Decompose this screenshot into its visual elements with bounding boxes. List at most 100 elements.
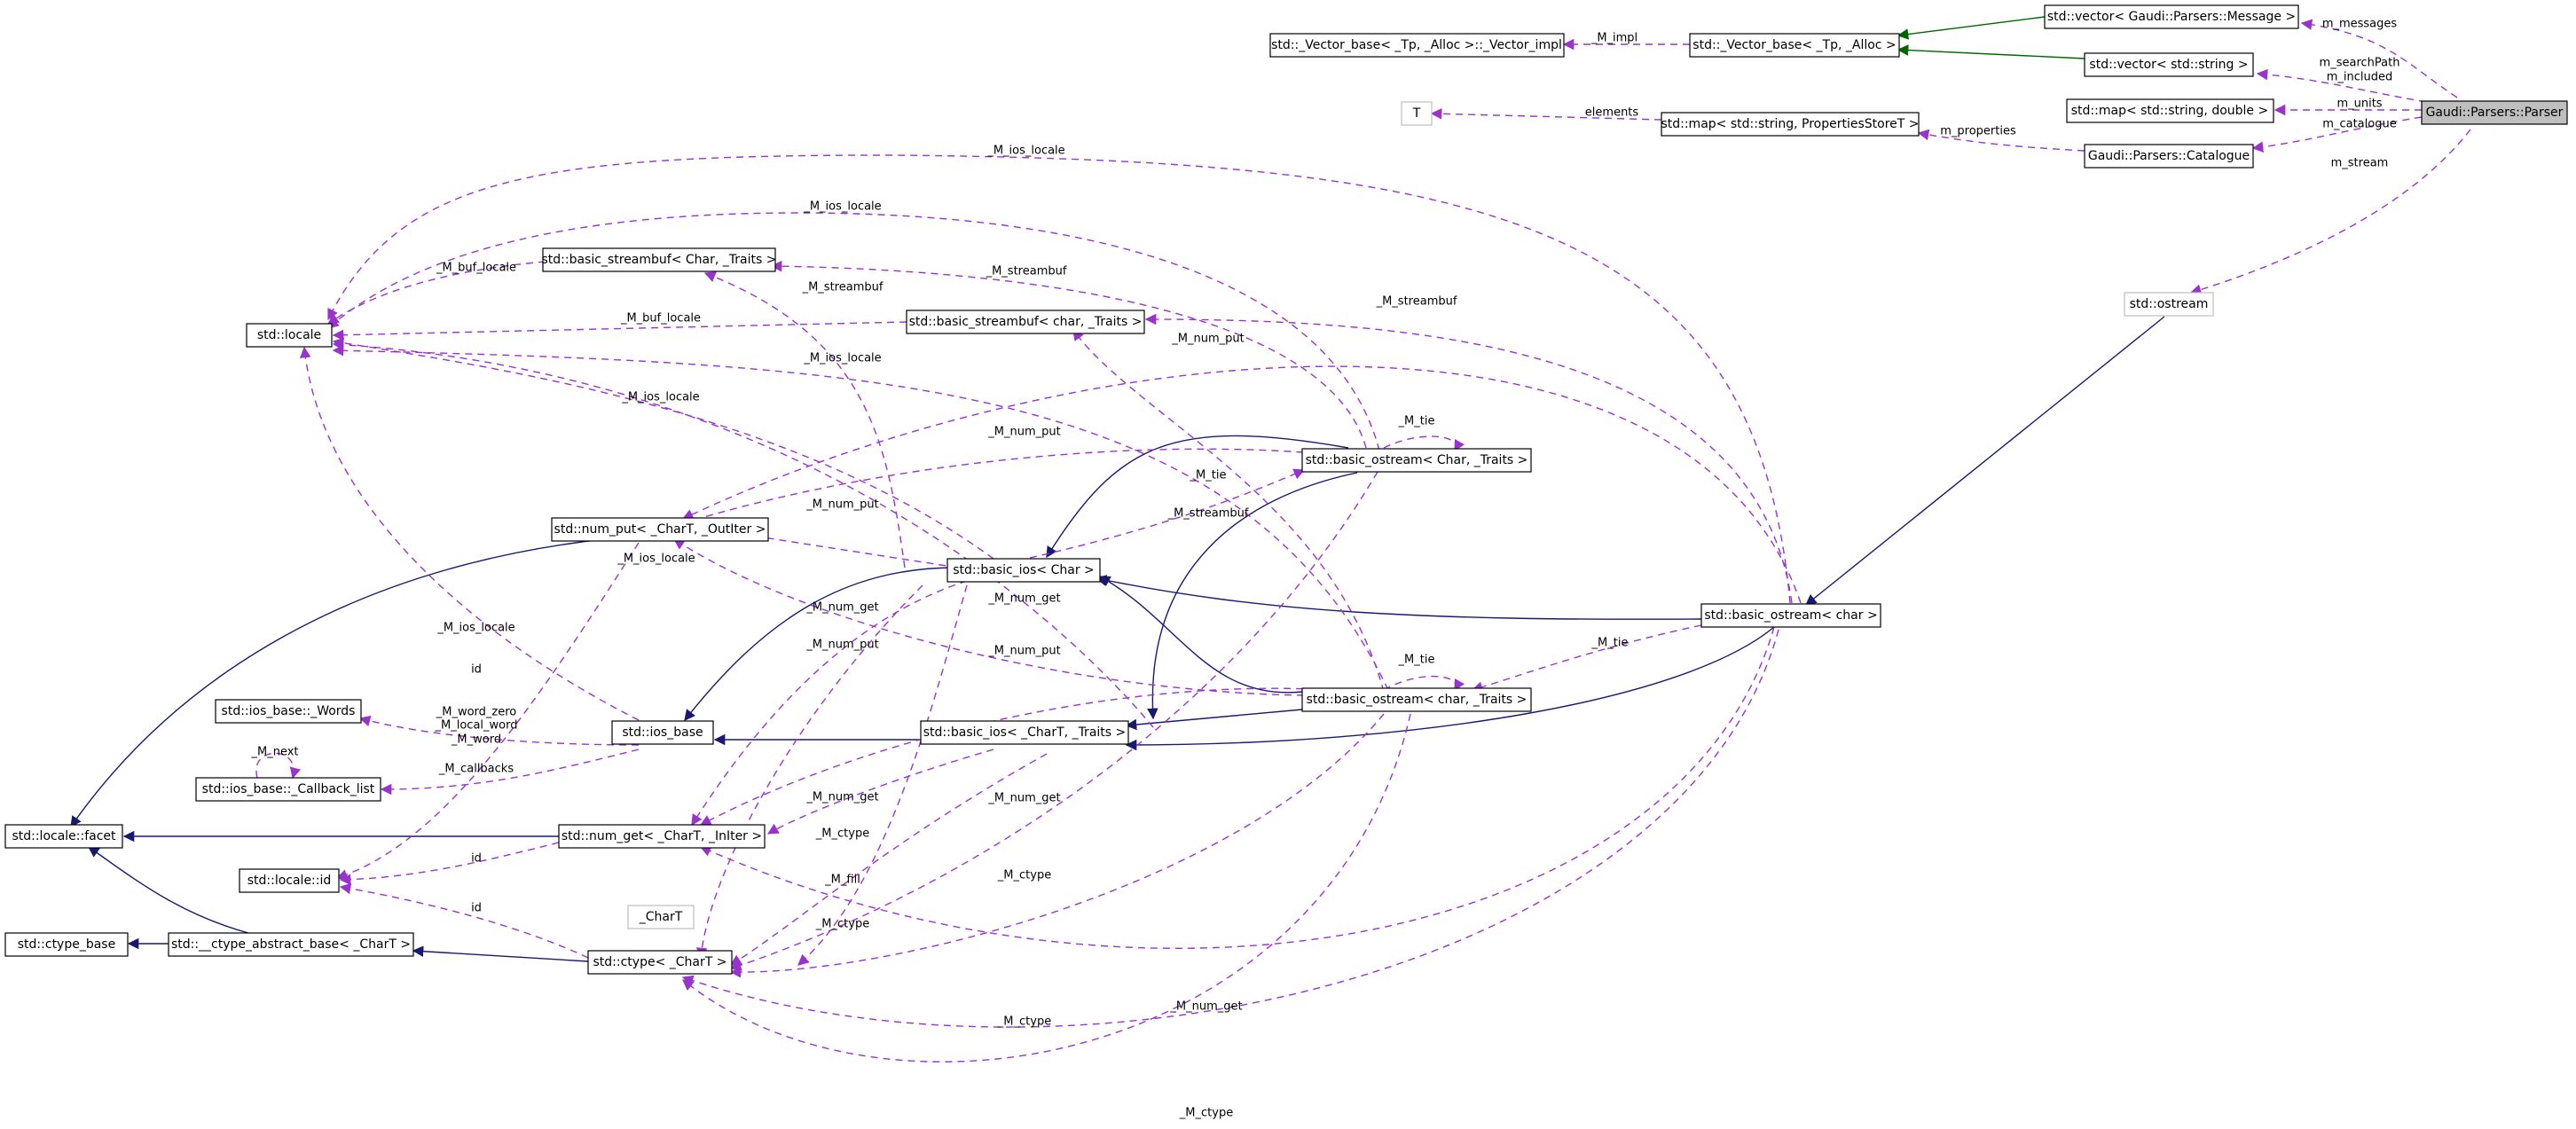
node-map-props[interactable]: std::map< std::string, PropertiesStoreT …: [1661, 112, 1920, 137]
edge-parser-searchpath: [2256, 68, 2427, 103]
label-streambuf-1: _M_streambuf: [986, 265, 1067, 278]
node-num-put[interactable]: std::num_put< _CharT, _OutIter >: [551, 517, 769, 542]
edge-ctype-abstract-to-facet: [87, 846, 249, 934]
node-basic-ostream-Char-Traits[interactable]: std::basic_ostream< Char, _Traits >: [1301, 448, 1532, 473]
node-map-double[interactable]: std::map< std::string, double >: [2066, 98, 2274, 123]
edge-basic-ostream-char-Traits-to-basic-ios-Char: [1098, 576, 1303, 694]
label-streambuf-2: _M_streambuf: [802, 281, 884, 294]
svg-text:std::basic_streambuf< Char, _T: std::basic_streambuf< Char, _Traits >: [542, 253, 777, 267]
node-basic-ios-CharT[interactable]: std::basic_ios< _CharT, _Traits >: [920, 720, 1129, 745]
node-vector-impl[interactable]: std::_Vector_base< _Tp, _Alloc >::_Vecto…: [1269, 33, 1565, 58]
label-ctype-2: _M_ctype: [997, 869, 1051, 882]
edge-streambuf-Char-buf-locale: [326, 261, 546, 325]
edge-num-get-4: [699, 626, 1775, 949]
svg-text:std::vector< Gaudi::Parsers::M: std::vector< Gaudi::Parsers::Message >: [2047, 10, 2296, 24]
node-CharT[interactable]: _CharT: [627, 905, 695, 929]
node-parser[interactable]: Gaudi::Parsers::Parser: [2421, 100, 2568, 125]
label-ctype-5: _M_ctype: [1179, 1107, 1233, 1120]
svg-text:std::ostream: std::ostream: [2130, 297, 2209, 311]
label-ios-locale-1: _M_ios_locale: [986, 145, 1064, 158]
svg-text:Gaudi::Parsers::Parser: Gaudi::Parsers::Parser: [2426, 106, 2564, 120]
edge-labels: m_messages m_searchPath m_included m_uni…: [250, 18, 2399, 1120]
edges: [70, 16, 2471, 1062]
edge-streambuf-Char-streambuf-2: [703, 271, 906, 568]
edge-num-get-2: [699, 687, 1354, 826]
node-streambuf-Char[interactable]: std::basic_streambuf< Char, _Traits >: [542, 247, 777, 272]
edge-vector-string-to-vector-base: [1897, 44, 2085, 59]
node-locale[interactable]: std::locale: [246, 323, 333, 348]
node-ctype[interactable]: std::ctype< _CharT >: [587, 950, 733, 975]
label-tie-4: _M_tie: [1591, 637, 1629, 650]
edge-num-put-4: [672, 538, 1305, 696]
label-word: _M_word: [451, 733, 501, 747]
node-vector-message[interactable]: std::vector< Gaudi::Parsers::Message >: [2044, 4, 2299, 29]
node-ctype-abstract[interactable]: std::__ctype_abstract_base< _CharT >: [168, 932, 414, 957]
label-tie-3: _M_tie: [1398, 654, 1435, 667]
node-ctype-base[interactable]: std::ctype_base: [4, 932, 129, 957]
node-basic-ostream-char-Traits[interactable]: std::basic_ostream< char, _Traits >: [1301, 687, 1532, 712]
edge-words: [358, 715, 640, 746]
edge-parser-messages: [2300, 19, 2458, 98]
node-locale-facet[interactable]: std::locale::facet: [4, 824, 123, 849]
edge-locale-ios-locale-2: [327, 212, 1380, 451]
svg-text:std::basic_ios< _CharT, _Trait: std::basic_ios< _CharT, _Traits >: [923, 725, 1127, 740]
node-ostream[interactable]: std::ostream: [2124, 292, 2214, 317]
svg-text:std::vector< std::string >: std::vector< std::string >: [2089, 58, 2248, 72]
edge-basic-ios-Char-to-ios-base: [684, 567, 957, 721]
edge-ctype-4: [729, 753, 1048, 966]
node-locale-id[interactable]: std::locale::id: [239, 868, 340, 893]
node-catalogue[interactable]: Gaudi::Parsers::Catalogue: [2084, 144, 2254, 169]
label-m-searchpath: m_searchPath: [2320, 57, 2400, 70]
label-ctype-3: _M_ctype: [815, 918, 869, 931]
svg-text:std::num_get< _CharT, _InIter: std::num_get< _CharT, _InIter >: [562, 829, 762, 843]
edge-tie-ostream-char-Traits: [1471, 624, 1702, 693]
svg-text:std::__ctype_abstract_base< _C: std::__ctype_abstract_base< _CharT >: [171, 937, 411, 952]
svg-text:std::ctype_base: std::ctype_base: [18, 937, 115, 952]
edge-basic-ios-Char-ios-locale: [332, 337, 994, 560]
label-ctype-4: _M_ctype: [997, 1015, 1051, 1029]
edge-basic-ostream-char-to-basic-ios-Char: [1095, 575, 1702, 620]
edge-num-get-1: [691, 580, 968, 827]
edge-tie-self-char: [1383, 675, 1465, 692]
edge-basic-ostream-char-to-basic-ios-CharT: [1125, 626, 1775, 751]
label-num-get-3: _M_num_get: [805, 791, 878, 804]
node-num-get[interactable]: std::num_get< _CharT, _InIter >: [558, 824, 766, 849]
node-callback-list[interactable]: std::ios_base::_Callback_list: [195, 777, 381, 802]
svg-text:std::num_put< _CharT, _OutIter: std::num_put< _CharT, _OutIter >: [554, 522, 766, 537]
svg-text:_CharT: _CharT: [639, 910, 683, 924]
edge-map-props-elements: [1430, 108, 1662, 121]
node-T[interactable]: T: [1401, 101, 1433, 126]
edge-id-1: [335, 542, 640, 881]
label-m-impl: _M_impl: [1590, 32, 1637, 45]
node-streambuf-char[interactable]: std::basic_streambuf< char, _Traits >: [906, 310, 1145, 334]
svg-text:std::ios_base::_Words: std::ios_base::_Words: [222, 704, 356, 718]
label-tie-2: _M_tie: [1190, 469, 1227, 482]
label-local-word: _M_local_word: [435, 719, 518, 733]
label-m-units: m_units: [2336, 98, 2382, 111]
label-ios-locale-2: _M_ios_locale: [803, 200, 881, 214]
node-basic-ostream-char[interactable]: std::basic_ostream< char >: [1700, 603, 1881, 628]
label-m-stream: m_stream: [2331, 157, 2389, 170]
svg-text:std::ios_base::_Callback_list: std::ios_base::_Callback_list: [202, 782, 375, 796]
edge-num-get-3: [766, 749, 994, 835]
node-vector-base[interactable]: std::_Vector_base< _Tp, _Alloc >: [1689, 33, 1900, 58]
edge-num-put-2: [681, 448, 1354, 526]
node-ios-words[interactable]: std::ios_base::_Words: [215, 699, 362, 724]
node-basic-ios-Char[interactable]: std::basic_ios< Char >: [946, 558, 1101, 583]
label-m-messages: m_messages: [2322, 18, 2398, 31]
edge-ostream-to-basic-ostream-char: [1805, 316, 2165, 606]
label-num-get-4: _M_num_get: [987, 792, 1060, 805]
edge-fill: [797, 584, 968, 966]
node-ios-base[interactable]: std::ios_base: [611, 720, 714, 745]
nodes: Gaudi::Parsers::Parser std::vector< Gaud…: [4, 4, 2568, 975]
edge-vector-message-to-vector-base: [1897, 16, 2046, 40]
label-elements: elements: [1585, 106, 1639, 120]
edge-basic-ostream-char-Traits-ios-locale: [332, 344, 1389, 691]
edge-callbacks: [380, 749, 640, 796]
label-ios-locale-6: _M_ios_locale: [436, 622, 514, 635]
label-buf-locale-1: _M_buf_locale: [436, 262, 516, 275]
label-id-2: id: [471, 852, 482, 866]
node-vector-string[interactable]: std::vector< std::string >: [2084, 52, 2254, 77]
label-num-get-1: _M_num_get: [805, 601, 878, 615]
svg-text:std::ctype< _CharT >: std::ctype< _CharT >: [593, 955, 727, 969]
